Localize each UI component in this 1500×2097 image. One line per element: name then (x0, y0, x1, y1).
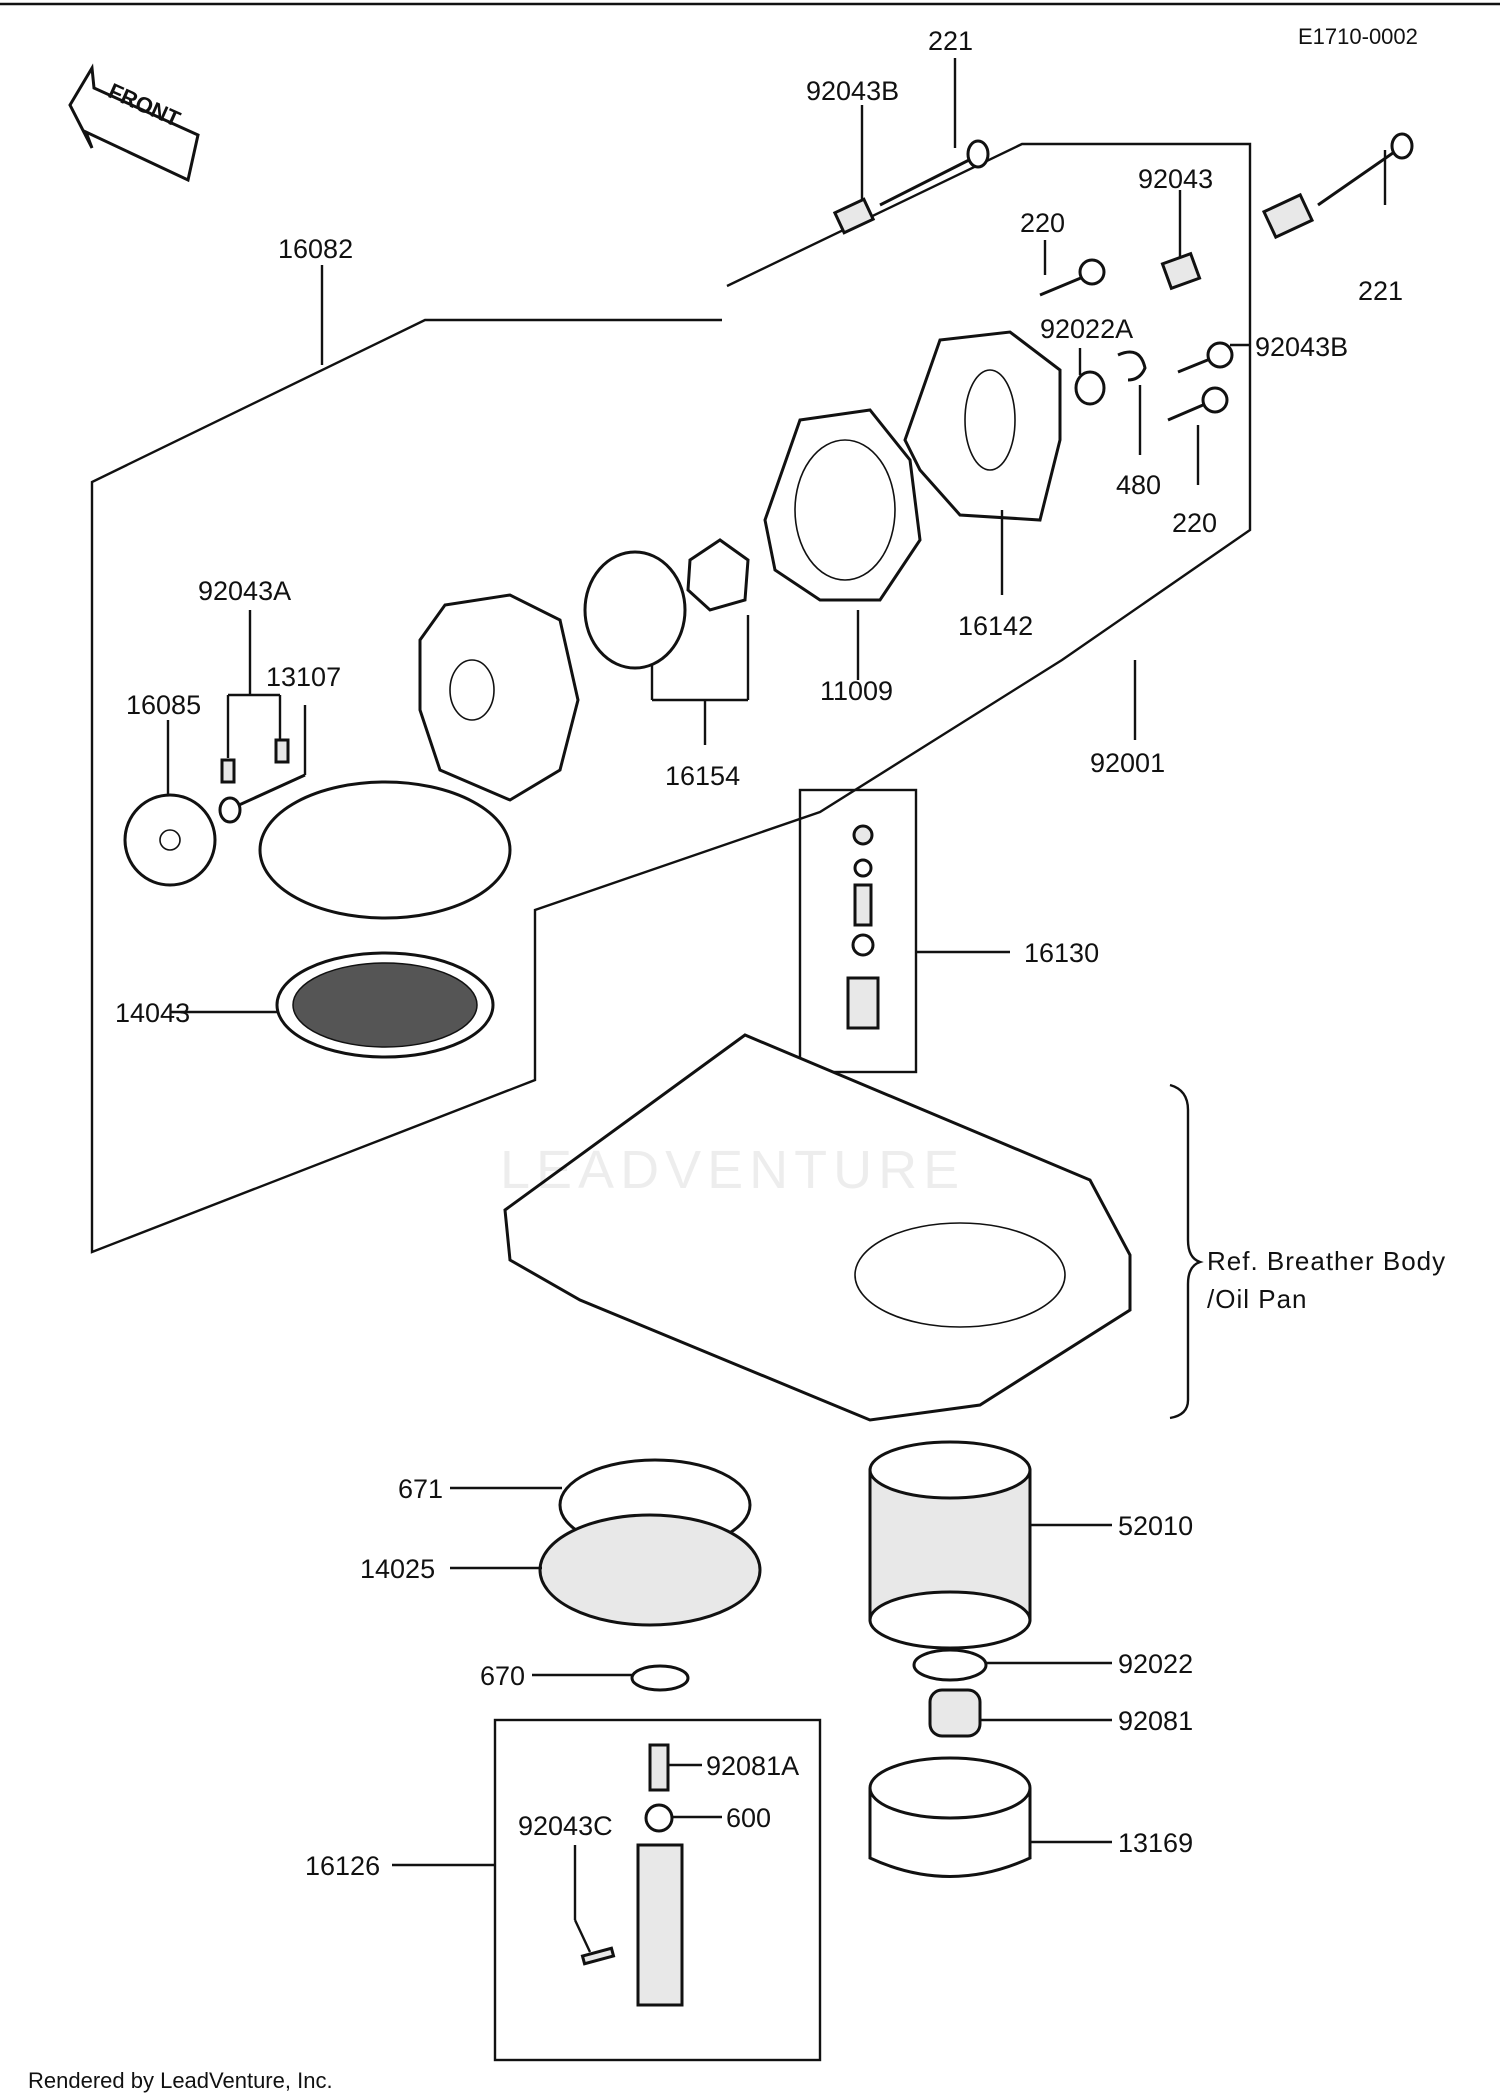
reference-note-line1: Ref. Breather Body (1207, 1246, 1446, 1276)
bypass-valve-16126-parts (580, 1743, 684, 2007)
clip-480 (1117, 350, 1147, 382)
bolt-220-right-1 (1177, 341, 1234, 374)
screen-14043 (275, 951, 495, 1059)
strainer-housing (258, 780, 512, 920)
sleeve-92043B-top (832, 197, 876, 235)
pin-92043A-left (220, 758, 236, 784)
bolt-220-top (1039, 258, 1106, 297)
watermark: LEADVENTURE (500, 1140, 965, 1200)
callout-92043B-top: 92043B (806, 76, 899, 106)
callout-92001: 92001 (1090, 748, 1165, 778)
callout-92043A: 92043A (198, 576, 291, 606)
shaft-13107 (218, 773, 306, 824)
reference-bracket (1169, 1083, 1204, 1420)
reference-note-line2: /Oil Pan (1207, 1284, 1308, 1314)
callout-16085: 16085 (126, 690, 201, 720)
diagram-code: E1710-0002 (1298, 24, 1418, 49)
callout-92081A: 92081A (706, 1751, 799, 1781)
oil-filter-52010 (868, 1440, 1032, 1650)
plate-14025 (538, 1513, 762, 1627)
oil-pump-assembly-outline (90, 142, 1252, 1254)
bypass-valve-box (493, 1718, 822, 2062)
callout-671: 671 (398, 1474, 443, 1504)
callout-670: 670 (480, 1661, 525, 1691)
filter-cover-13169 (868, 1756, 1032, 1878)
o-ring-670 (630, 1664, 690, 1692)
callout-16154: 16154 (665, 761, 740, 791)
callout-16130: 16130 (1024, 938, 1099, 968)
callout-221-top: 221 (928, 26, 973, 56)
bolt-221-right (1317, 132, 1414, 207)
callout-92043: 92043 (1138, 164, 1213, 194)
washer-92022A (1074, 370, 1106, 406)
callout-92022: 92022 (1118, 1649, 1193, 1679)
callout-92081: 92081 (1118, 1706, 1193, 1736)
callout-16142: 16142 (958, 611, 1033, 641)
footer-credit: Rendered by LeadVenture, Inc. (28, 2068, 333, 2093)
callout-600: 600 (726, 1803, 771, 1833)
pin-92043A-right (274, 738, 290, 764)
callout-220-top: 220 (1020, 208, 1065, 238)
callout-92022A: 92022A (1040, 314, 1133, 344)
callout-92043B-right: 92043B (1255, 332, 1348, 362)
callout-480: 480 (1116, 470, 1161, 500)
callout-52010: 52010 (1118, 1511, 1193, 1541)
callout-16126: 16126 (305, 1851, 380, 1881)
callout-14043: 14043 (115, 998, 190, 1028)
callout-221-right: 221 (1358, 276, 1403, 306)
sprocket-16085 (123, 793, 217, 887)
callout-14025: 14025 (360, 1554, 435, 1584)
relief-valve-16130-parts (846, 824, 880, 1030)
bolt-221-top (879, 139, 990, 207)
sleeve-92043 (1160, 251, 1202, 291)
pump-cover-16142 (903, 330, 1062, 522)
bolt-220-right-2 (1167, 386, 1229, 422)
callout-13169: 13169 (1118, 1828, 1193, 1858)
callout-11009: 11009 (820, 676, 893, 706)
oil-pan (503, 1033, 1132, 1422)
sleeve-92043B-right (1261, 192, 1315, 240)
gasket-11009 (763, 408, 922, 602)
spring-92081 (928, 1688, 982, 1738)
relief-valve-box (798, 788, 918, 1074)
callout-16082: 16082 (278, 234, 353, 264)
pump-body (418, 593, 580, 802)
front-arrow-icon: FRONT (68, 63, 200, 183)
callout-92043C: 92043C (518, 1811, 613, 1841)
rotor-set-16154 (583, 538, 750, 670)
callout-220-right: 220 (1172, 508, 1217, 538)
callout-13107: 13107 (266, 662, 341, 692)
leader-lines (166, 58, 1387, 1953)
washer-92022 (912, 1648, 988, 1682)
